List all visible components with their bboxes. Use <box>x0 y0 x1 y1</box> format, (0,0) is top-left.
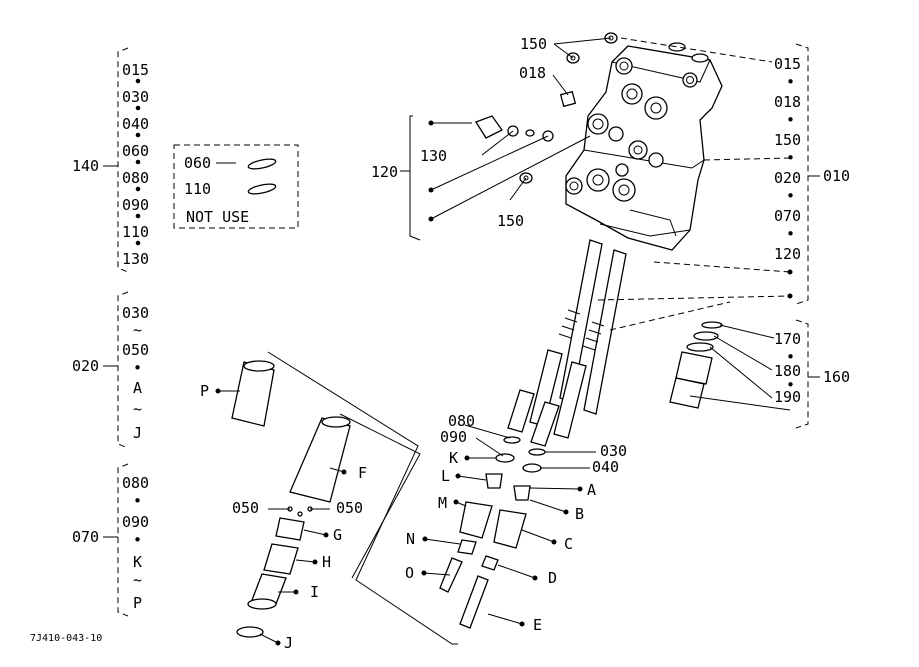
g010-item: • <box>786 111 795 129</box>
g070-item: K <box>133 553 142 571</box>
callout-040: 040 <box>592 458 619 476</box>
g020-item: A <box>133 379 142 397</box>
callout-J: J <box>284 634 293 652</box>
g160-item: 180 <box>774 362 801 380</box>
g010-item: 020 <box>774 169 801 187</box>
g010-item: 070 <box>774 207 801 225</box>
callout-L: L <box>441 467 450 485</box>
callout-120: 120 <box>371 163 398 181</box>
callout-050-left: 050 <box>232 499 259 517</box>
g010-item: 120 <box>774 245 801 263</box>
g020-item: ~ <box>133 321 142 339</box>
g140-item: 060 <box>122 142 149 160</box>
switch-assembly <box>669 321 723 409</box>
g140-item: 090 <box>122 196 149 214</box>
enclosure-line-left <box>267 351 458 645</box>
g140-item: 040 <box>122 115 149 133</box>
g140-item: 080 <box>122 169 149 187</box>
g010-item: • <box>786 225 795 243</box>
figure-code: 7J410-043-10 <box>30 633 102 644</box>
callout-G: G <box>333 526 342 544</box>
group-160: 160 170 • 180 • 190 <box>774 319 850 429</box>
g010-item: 018 <box>774 93 801 111</box>
spools <box>507 239 627 447</box>
callout-N: N <box>406 530 415 548</box>
g070-item: P <box>133 594 142 612</box>
callout-030: 030 <box>600 442 627 460</box>
group-010: 010 015 • 018 • 150 • 020 • 070 • 120 <box>774 43 850 305</box>
callout-150-top: 150 <box>520 35 547 53</box>
callout-090: 090 <box>440 428 467 446</box>
leader-lines <box>215 37 791 646</box>
group-140: 140 015 030 040 060 080 090 110 130 <box>72 47 149 273</box>
callout-130: 130 <box>420 147 447 165</box>
g010-item: • <box>786 149 795 167</box>
group-140-label: 140 <box>72 157 99 175</box>
g070-item: • <box>133 492 142 510</box>
g140-item: 130 <box>122 250 149 268</box>
g020-item: 030 <box>122 304 149 322</box>
g010-item: • <box>786 73 795 91</box>
g020-item: J <box>133 424 142 442</box>
callout-I: I <box>310 583 319 601</box>
group-160-label: 160 <box>823 368 850 386</box>
g010-item: 150 <box>774 131 801 149</box>
notuse-060: 060 <box>184 154 211 172</box>
enclosure-line-inner <box>339 413 421 579</box>
callout-A: A <box>587 481 596 499</box>
notuse-label: NOT USE <box>186 208 249 226</box>
notuse-110: 110 <box>184 180 211 198</box>
callout-P: P <box>200 382 209 400</box>
group-070: 070 080 • 090 • K ~ P <box>72 463 149 617</box>
g140-item: 030 <box>122 88 149 106</box>
g160-item: 170 <box>774 330 801 348</box>
callout-150-mid: 150 <box>497 212 524 230</box>
g070-item: • <box>133 531 142 549</box>
callout-O: O <box>405 564 414 582</box>
g160-item: • <box>786 348 795 366</box>
callout-K: K <box>449 449 458 467</box>
group-010-label: 010 <box>823 167 850 185</box>
callout-M: M <box>438 494 447 512</box>
callout-080: 080 <box>448 412 475 430</box>
not-use-box: 060 110 NOT USE <box>173 144 299 229</box>
g020-item: ~ <box>133 400 142 418</box>
callout-018: 018 <box>519 64 546 82</box>
g140-item: 015 <box>122 61 149 79</box>
g020-item: • <box>133 359 142 377</box>
g160-item: 190 <box>774 388 801 406</box>
g010-item: • <box>786 187 795 205</box>
g070-item: 080 <box>122 474 149 492</box>
group-070-label: 070 <box>72 528 99 546</box>
callout-D: D <box>548 569 557 587</box>
g160-item: • <box>786 376 795 394</box>
spool-end-parts <box>439 436 546 629</box>
g020-item: 050 <box>122 341 149 359</box>
group-020: 020 030 ~ 050 • A ~ J <box>72 291 149 449</box>
g140-item: 110 <box>122 223 149 241</box>
g070-item: ~ <box>133 571 142 589</box>
callout-F: F <box>358 464 367 482</box>
callout-B: B <box>575 505 584 523</box>
valve-body <box>565 45 723 251</box>
callout-C: C <box>564 535 573 553</box>
callout-H: H <box>322 553 331 571</box>
callout-050-right: 050 <box>336 499 363 517</box>
left-parts <box>231 360 351 638</box>
g070-item: 090 <box>122 513 149 531</box>
callout-E: E <box>533 616 542 634</box>
group-020-label: 020 <box>72 357 99 375</box>
g010-item: 015 <box>774 55 801 73</box>
